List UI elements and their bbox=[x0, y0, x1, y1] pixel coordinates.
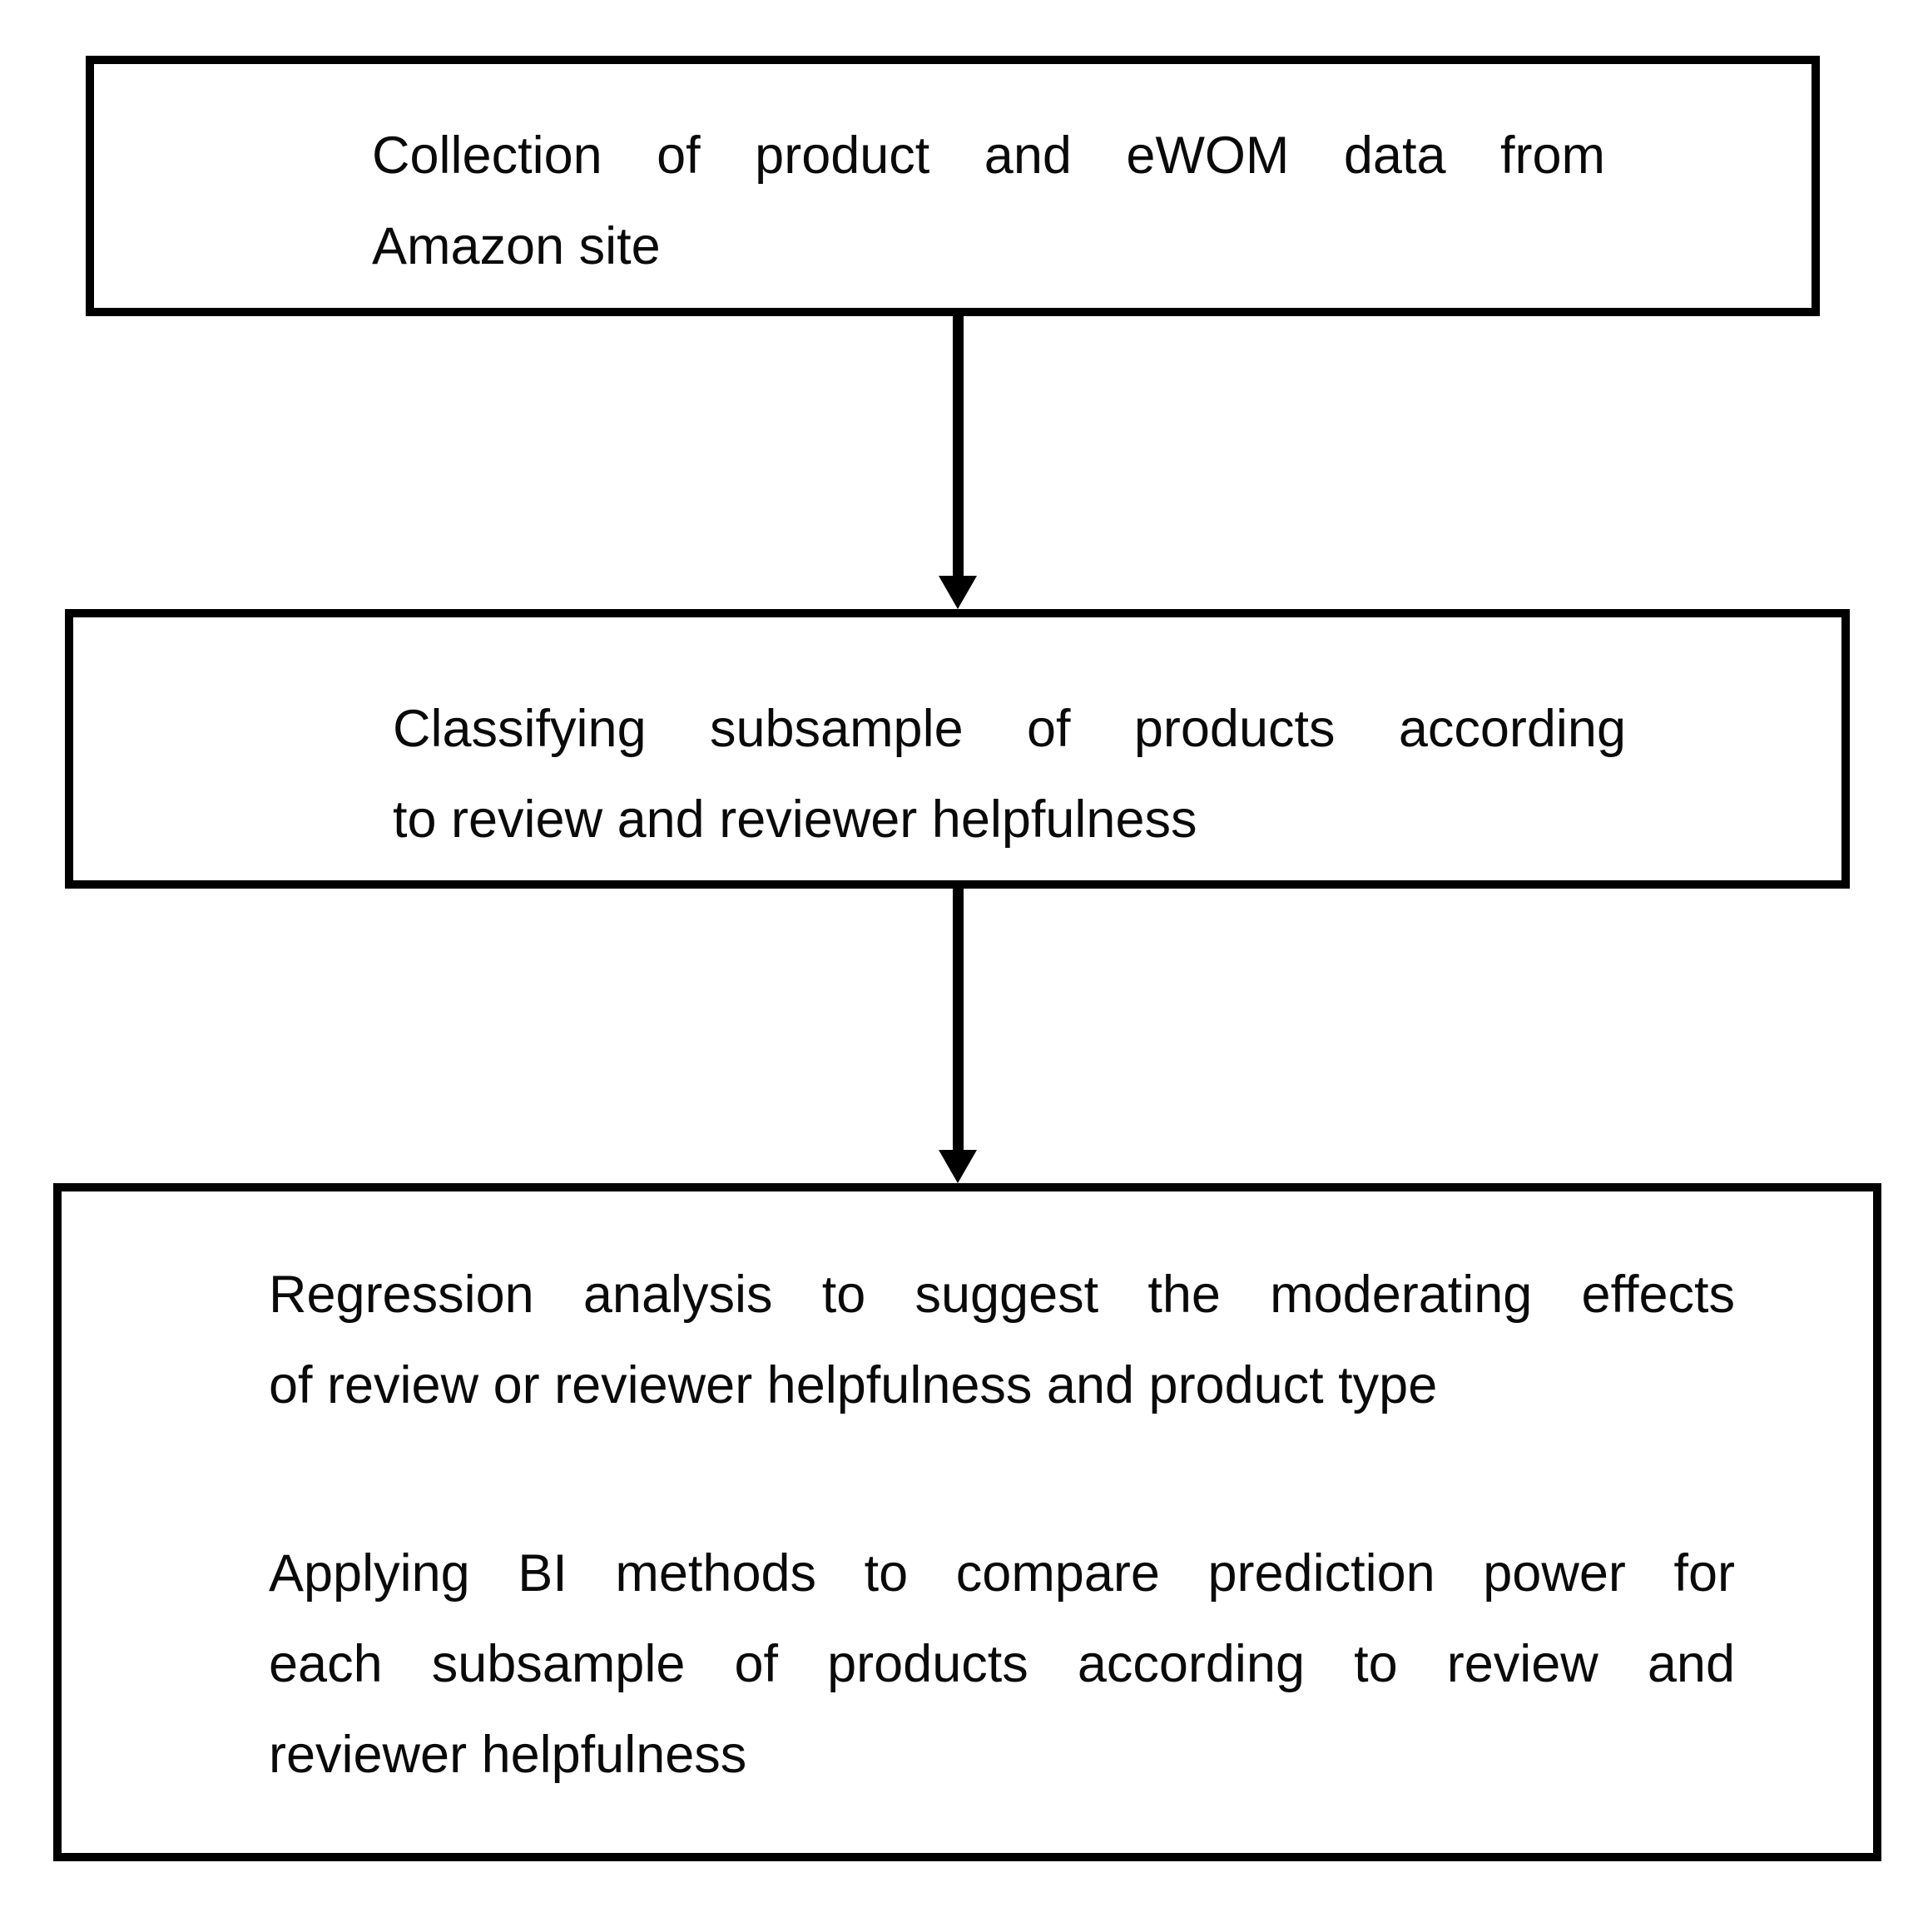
down-arrow-1-shaft bbox=[953, 315, 964, 577]
box-classify-line-2: to review and reviewer helpfulness bbox=[393, 790, 1197, 849]
box-analysis-paragraph-1: Regression analysis to suggest the moder… bbox=[269, 1250, 1840, 1431]
box-analysis-p2-line-2: each subsample of products according to … bbox=[269, 1635, 1735, 1693]
box-analysis-p2-line-3: reviewer helpfulness bbox=[269, 1726, 747, 1784]
down-arrow-1-head bbox=[939, 576, 977, 609]
box-collection-line-2: Amazon site bbox=[372, 217, 661, 275]
flow-box-collection: Collection of product and eWOM data from… bbox=[86, 56, 1820, 316]
down-arrow-2-head bbox=[939, 1150, 977, 1183]
box-analysis-p1-line-2: of review or reviewer helpfulness and pr… bbox=[269, 1356, 1438, 1414]
box-classify-line-1: Classifying subsample of products accord… bbox=[393, 700, 1626, 758]
box-analysis-p1-line-1: Regression analysis to suggest the moder… bbox=[269, 1266, 1735, 1324]
box-collection-line-1: Collection of product and eWOM data from bbox=[372, 126, 1605, 185]
box-analysis-paragraph-2: Applying BI methods to compare predictio… bbox=[269, 1528, 1840, 1801]
flow-box-analysis: Regression analysis to suggest the moder… bbox=[53, 1183, 1881, 1861]
down-arrow-2-shaft bbox=[953, 887, 964, 1152]
box-analysis-p2-line-1: Applying BI methods to compare predictio… bbox=[269, 1544, 1735, 1603]
flow-box-classify: Classifying subsample of products accord… bbox=[65, 609, 1850, 889]
